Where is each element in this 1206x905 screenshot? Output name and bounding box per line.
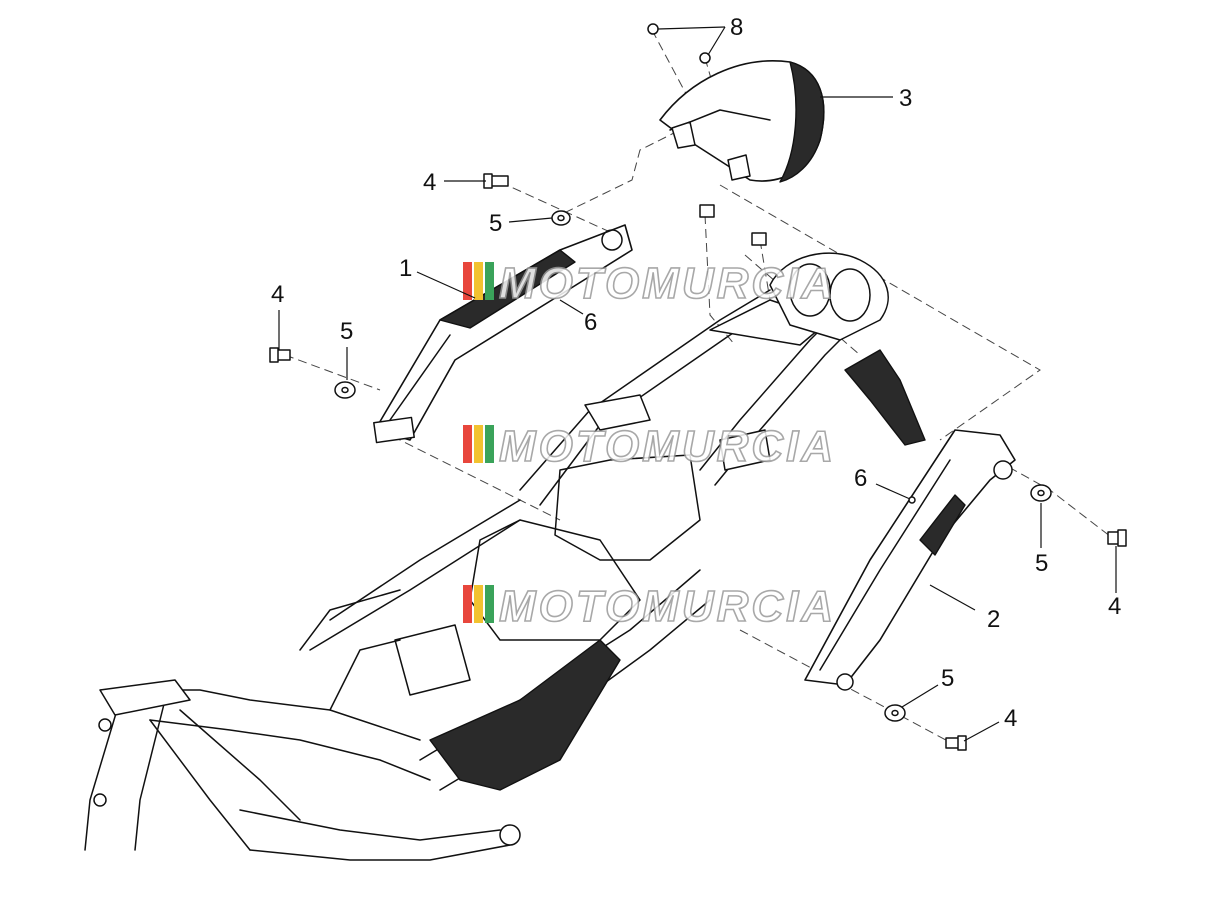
watermark-logo: MOTOMURCIA (463, 421, 836, 472)
watermark-stripe (474, 585, 483, 623)
callout-6: 6 (854, 465, 867, 492)
watermark-logo: MOTOMURCIA (463, 258, 836, 309)
main-frame (84, 252, 926, 861)
callout-2: 2 (987, 606, 1000, 633)
watermark-stripe (485, 425, 494, 463)
callout-1: 1 (399, 255, 412, 282)
watermark-stripe (474, 262, 483, 300)
bolt-icon (1107, 529, 1127, 547)
left-side-panel-part-1 (373, 224, 633, 444)
clip-icon (699, 204, 715, 218)
leader-lines (278, 26, 1117, 742)
screw-icon (647, 23, 659, 35)
watermark-stripe (474, 425, 483, 463)
bolt-icon (945, 735, 967, 751)
washer-icon (1030, 484, 1052, 502)
watermark-text: MOTOMURCIA (499, 422, 836, 471)
watermark-stripe (485, 585, 494, 623)
watermark-stripe (463, 425, 472, 463)
washer-icon (334, 381, 356, 399)
callouts: 1 2 3 4 4 4 4 5 5 5 5 6 6 8 (271, 14, 1121, 732)
clip-icon (908, 496, 916, 504)
callout-4: 4 (423, 169, 436, 196)
callout-5: 5 (489, 210, 502, 237)
watermark: MOTOMURCIA MOTOMURCIA MOTOMURCIA (463, 258, 836, 632)
seat-cowl-part-3 (659, 60, 825, 183)
watermark-text: MOTOMURCIA (499, 259, 836, 308)
callout-6: 6 (584, 309, 597, 336)
washer-icon (551, 210, 571, 226)
callout-3: 3 (899, 85, 912, 112)
bolt-icon (269, 347, 291, 363)
callout-5: 5 (340, 318, 353, 345)
watermark-logo: MOTOMURCIA (463, 581, 836, 632)
watermark-stripe (463, 262, 472, 300)
watermark-stripe (463, 585, 472, 623)
callout-4: 4 (1108, 593, 1121, 620)
callout-5: 5 (1035, 550, 1048, 577)
callout-8: 8 (730, 14, 743, 41)
callout-4: 4 (271, 281, 284, 308)
hardware (269, 23, 1127, 751)
washer-icon (884, 704, 906, 722)
bolt-icon (483, 173, 509, 189)
clip-icon (751, 232, 767, 246)
right-side-panel-part-2 (804, 429, 1016, 691)
watermark-text: MOTOMURCIA (499, 582, 836, 631)
callout-5: 5 (941, 665, 954, 692)
screw-icon (699, 52, 711, 64)
watermark-stripe (485, 262, 494, 300)
callout-4: 4 (1004, 705, 1017, 732)
